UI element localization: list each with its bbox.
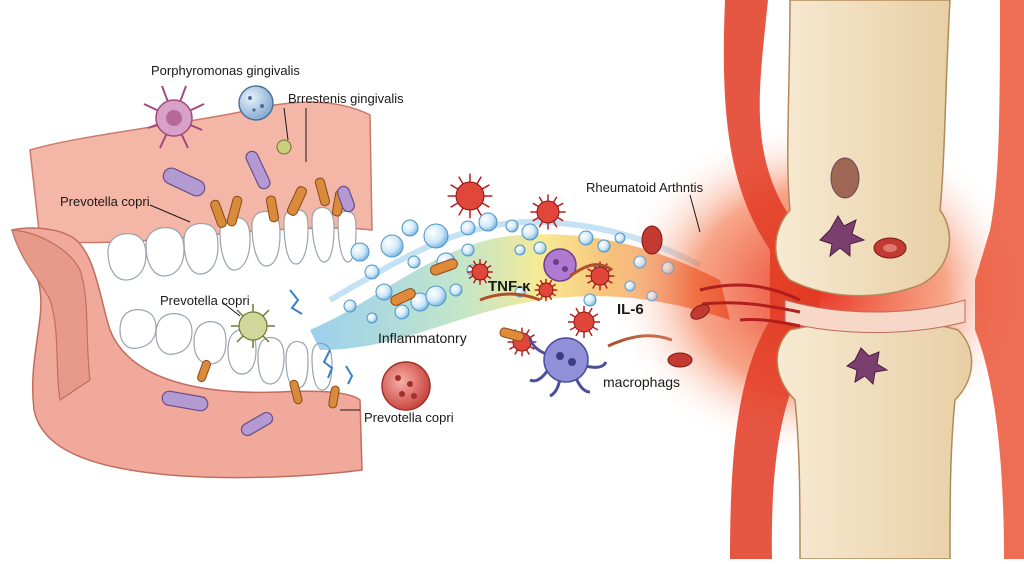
label-prevotella-lower: Prevotella copri <box>364 410 454 425</box>
sphere-bacterium-icon <box>381 361 431 411</box>
cytokine-icon <box>447 173 493 219</box>
jaw-illustration <box>10 85 431 479</box>
label-macrophages: macrophags <box>603 374 681 390</box>
cytokine-cluster <box>447 173 615 357</box>
bubble-icon <box>343 299 357 313</box>
label-porphyromonas: Porphyromonas gingivalis <box>151 63 300 78</box>
cytokine-icon <box>568 306 600 338</box>
label-prevotella-upper: Prevotella copri <box>60 194 150 209</box>
cytokine-icon <box>467 259 493 285</box>
blood-cell <box>641 225 710 368</box>
sphere-bacterium-icon <box>238 85 274 121</box>
bubble-icon <box>364 264 380 280</box>
bubble-icon <box>407 255 421 269</box>
bubble-icon <box>578 230 594 246</box>
bubble-icon <box>425 285 447 307</box>
bubble-icon <box>366 312 378 324</box>
bubble-icon <box>521 223 539 241</box>
bubble-icon <box>583 293 597 307</box>
bubble-icon <box>460 220 476 236</box>
mandible <box>10 227 363 479</box>
bubble-icon <box>533 241 547 255</box>
bubble-icon <box>597 239 611 253</box>
label-prevotella-mid: Prevotella copri <box>160 293 250 308</box>
rod-bacterium-icon <box>390 258 525 342</box>
blood-cell <box>883 244 897 252</box>
bubble-icon <box>401 219 419 237</box>
cytokine-icon <box>585 261 615 291</box>
inflammation-lines <box>289 289 354 385</box>
label-ra: Rheumatoid Arthntis <box>586 180 704 195</box>
bubble-icon <box>423 223 449 249</box>
knee-joint <box>610 0 1024 560</box>
femur <box>775 0 951 297</box>
jaw-ramus <box>11 229 91 402</box>
rod-bacterium-icon <box>161 150 355 437</box>
spiky-bacterium-icon <box>231 304 275 348</box>
bubble-icon <box>380 234 404 258</box>
bubble-icon <box>478 212 498 232</box>
lower-teeth <box>119 309 333 391</box>
macrophage-icon <box>528 337 608 398</box>
label-il6: IL-6 <box>617 301 644 318</box>
bone-erosion <box>819 157 889 386</box>
bubble-icon <box>514 244 526 256</box>
bubble-icon <box>505 219 519 233</box>
label-tnf: TNF-κ <box>488 278 531 295</box>
bubble-icon <box>449 283 463 297</box>
bubble-icon <box>350 242 370 262</box>
cytokine-icon <box>530 194 566 230</box>
bubble-icon <box>461 243 475 257</box>
bubble-icon <box>394 304 410 320</box>
spiky-bacterium-icon <box>143 85 205 149</box>
label-inflammatory: Inflammatonry <box>378 330 467 346</box>
upper-teeth <box>107 206 357 281</box>
blood-vessels <box>699 283 801 328</box>
bubble-icon <box>375 283 393 301</box>
cytokine-icon <box>534 278 558 302</box>
macrophage-icon <box>543 248 577 282</box>
sphere-bacterium-icon <box>276 139 292 155</box>
label-leaders <box>149 107 701 411</box>
label-brrestenis: Brrestenis gingivalis <box>288 91 404 106</box>
